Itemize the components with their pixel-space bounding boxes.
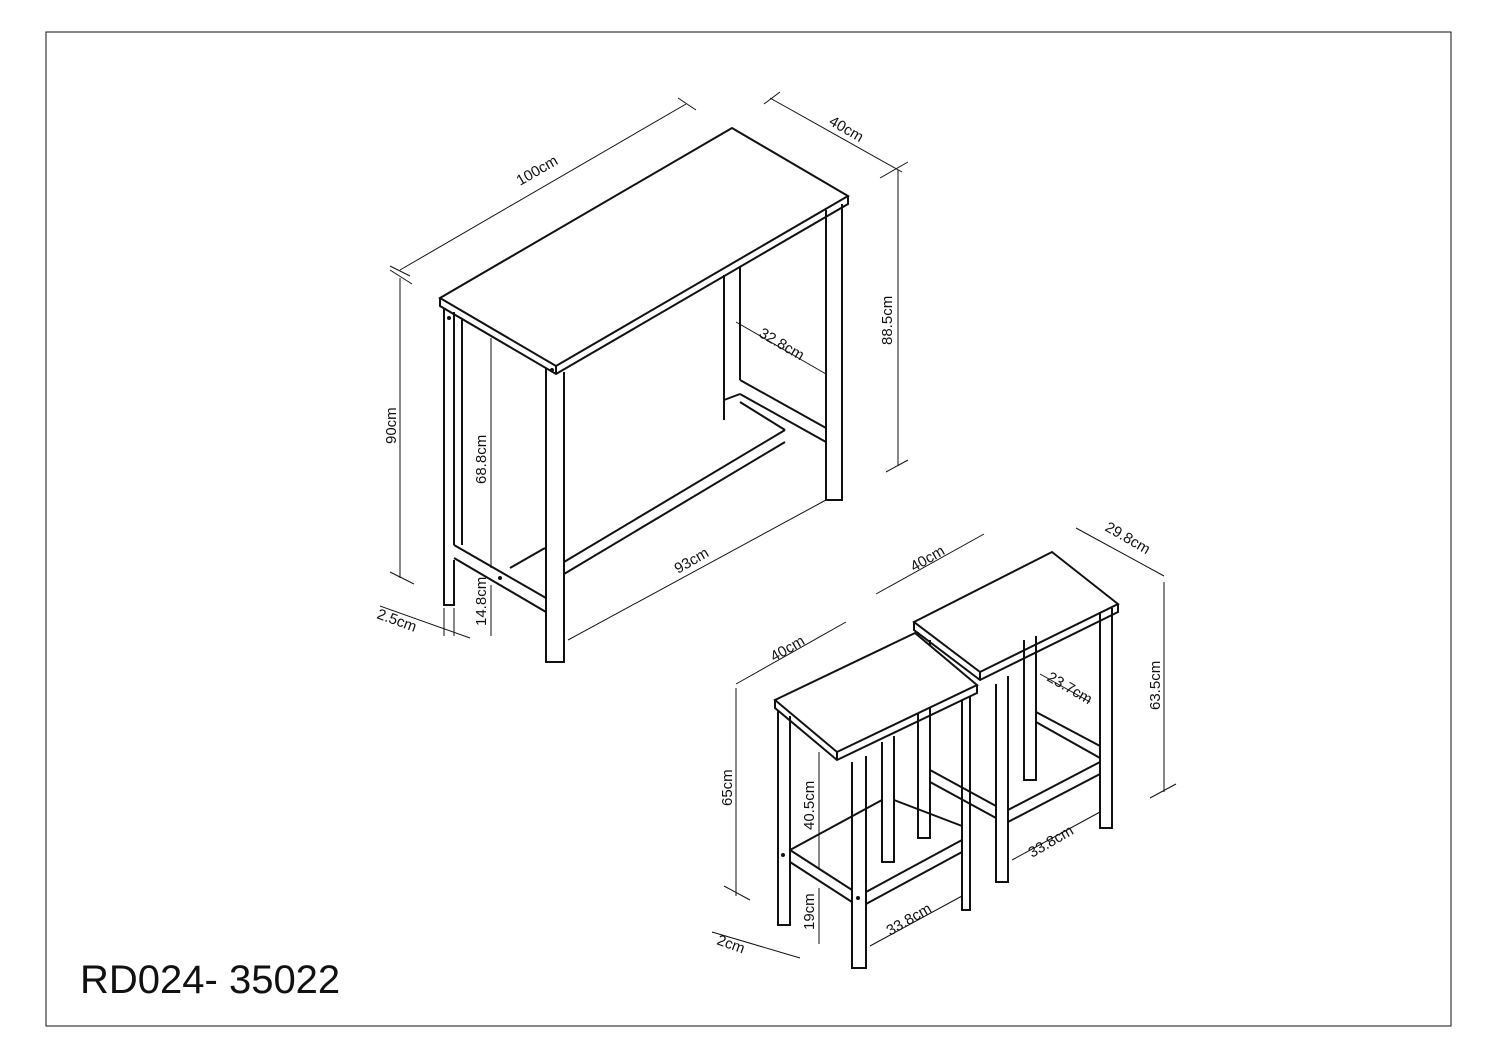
drawing-code: RD024- 35022 <box>80 958 340 1002</box>
stool-front <box>711 621 979 969</box>
dim-stool-back-side-stretcher: 23.7cm <box>1044 669 1095 708</box>
dim-table-length: 100cm <box>514 152 561 189</box>
dim-stool-back-width: 40cm <box>908 542 948 575</box>
dim-table-stretcher-height: 68.8cm <box>473 435 490 484</box>
dim-table-leg-width: 2.5cm <box>375 606 419 636</box>
dim-stool-back-stretcher: 33.8cm <box>1026 822 1077 861</box>
bar-table <box>379 91 909 663</box>
dim-stool-front-width: 40cm <box>768 632 808 665</box>
dim-stool-front-stretcher: 33.8cm <box>884 900 935 939</box>
dim-stool-front-height: 65cm <box>719 769 736 806</box>
dim-table-height: 90cm <box>383 407 400 444</box>
dim-table-leg-height: 88.5cm <box>879 296 896 345</box>
dim-stool-front-leg-width: 2cm <box>715 932 747 958</box>
dim-stool-front-stretcher-height: 40.5cm <box>801 781 818 830</box>
drawing-border <box>45 31 1452 1027</box>
dim-stool-front-foot-clearance: 19cm <box>801 893 818 930</box>
dim-table-side-stretcher: 32.8cm <box>756 325 807 364</box>
dim-table-foot-clearance: 14.8cm <box>473 577 490 626</box>
dim-stool-back-depth: 29.8cm <box>1102 519 1153 558</box>
dim-stool-back-height: 63.5cm <box>1147 661 1164 710</box>
